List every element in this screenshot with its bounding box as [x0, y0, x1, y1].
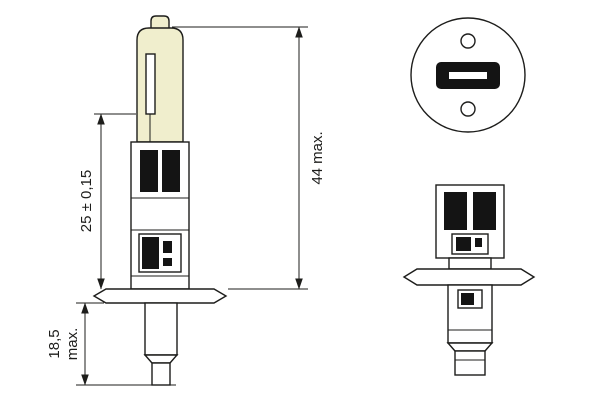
rivet-bottom [460, 101, 476, 117]
contact-plate-right [473, 192, 496, 230]
dimension-label: 44 max. [309, 131, 326, 184]
dimension-label: 25 ± 0,15 [78, 170, 95, 232]
contact-plate-left [444, 192, 467, 230]
cap-top-view [410, 17, 526, 133]
lower-contact-detail [475, 238, 482, 247]
stem-tab [454, 350, 486, 376]
stem-contact-block [461, 293, 474, 305]
glass-tip [150, 15, 170, 31]
dimension-label: max. [64, 328, 81, 361]
bulb-front-view [402, 184, 536, 376]
contact-plate-left [140, 150, 158, 192]
filament [145, 53, 156, 115]
rivet-top [460, 33, 476, 49]
bulb-side-view [92, 15, 228, 386]
contact-slot-window [449, 72, 487, 79]
lower-contact-block [142, 237, 159, 269]
neck [448, 257, 492, 270]
dimension-electrode-length: 25 ± 0,15 [78, 113, 136, 290]
glass-envelope [136, 27, 184, 143]
stem-taper [143, 354, 179, 364]
stem-tab [151, 362, 171, 386]
dimension-base-length: 18,5 max. [46, 302, 176, 386]
lower-contact-detail [163, 258, 172, 266]
reference-flange [92, 288, 228, 304]
dimension-overall-length: 44 max. [172, 26, 326, 290]
contact-plate-right [162, 150, 180, 192]
reference-flange [402, 268, 536, 286]
stem [144, 302, 178, 356]
lower-contact-block [456, 237, 471, 251]
stem-taper [446, 342, 494, 352]
lower-contact-detail [163, 241, 172, 253]
dimension-label: 18,5 [46, 329, 63, 358]
